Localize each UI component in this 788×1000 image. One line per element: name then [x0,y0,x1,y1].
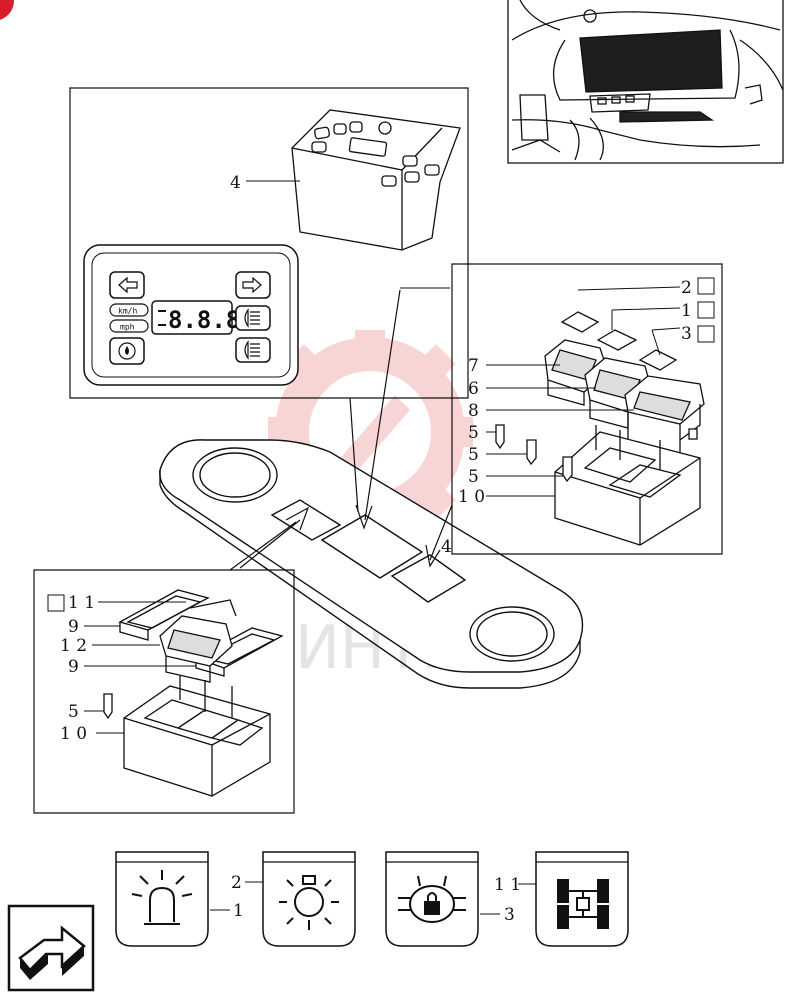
right-leaders [486,277,715,497]
symbol-diff-lock [385,851,479,947]
console-plate [159,439,584,689]
legend-1: 1 [233,901,244,921]
next-page-button[interactable] [7,904,95,992]
label-5d: 5 [68,702,79,722]
label-12: 1 2 [60,636,87,656]
label-9b: 9 [68,657,79,677]
four-wheel-drive-icon [557,879,609,929]
arrow-icon [18,925,86,980]
callout-arrows [229,289,453,571]
symbol-worklight [262,851,356,947]
symbol-4wd [535,851,629,947]
label-1: 1 [681,301,692,321]
brand-corner-mark [0,0,14,20]
rocker-switch-group [495,311,705,546]
work-light-icon [279,875,339,930]
label-5b: 5 [468,445,479,465]
differential-lock-icon [398,875,466,923]
rocker-switch-group-left [103,589,284,797]
mph-label: mph [120,323,135,332]
label-2: 2 [681,278,692,298]
label-10b: 1 0 [60,724,87,744]
kmh-label: km/h [118,307,137,316]
label-5c: 5 [468,467,479,487]
headlight-icon [244,308,260,328]
label-3: 3 [681,324,692,344]
dashboard-inset [507,0,784,164]
switch-group-left-frame [33,569,295,814]
symbol-beacon [115,851,209,947]
label-9a: 9 [68,617,79,637]
instrument-module-4 [291,109,461,251]
speed-digits: 8.8.8 [168,306,240,334]
turn-left-icon [118,276,138,294]
label-4a: 4 [230,173,241,193]
label-7: 7 [468,356,479,376]
turn-right-icon [242,276,262,294]
oil-drop-icon [118,342,136,360]
legend-2: 2 [231,873,242,893]
label-6: 6 [468,379,479,399]
instrument-face: km/h mph 8.8.8 [83,244,299,386]
left-leaders [47,594,196,734]
switch-group-frame [451,263,723,555]
label-4b: 4 [441,537,452,557]
label-5a: 5 [468,423,479,443]
legend-11: 1 1 [494,875,521,895]
instrument-panel-frame [69,87,469,399]
label-10a: 1 0 [458,487,485,507]
label-11a: 1 1 [68,593,95,613]
beam-icon [244,340,260,360]
legend-3: 3 [504,905,515,925]
label-8: 8 [468,401,479,421]
beacon-icon [131,870,193,925]
